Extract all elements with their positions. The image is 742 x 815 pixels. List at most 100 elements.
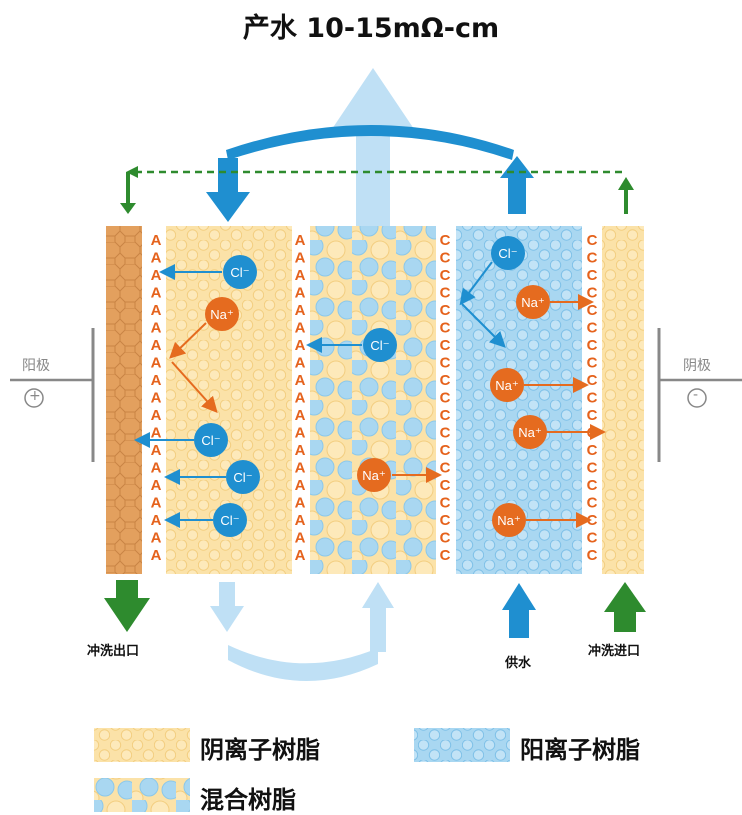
- sodium-ion: Na⁺: [490, 368, 524, 402]
- anode-terminal: [10, 328, 95, 462]
- cation-membrane-letter: C: [440, 355, 451, 372]
- svg-text:Cl⁻: Cl⁻: [370, 338, 389, 353]
- cathode-label: 阴极: [683, 358, 711, 374]
- svg-text:Na⁺: Na⁺: [521, 295, 544, 310]
- legend-swatch-mixed: [94, 778, 190, 812]
- anion-membrane-letter: A: [295, 460, 306, 477]
- bottom-left-light-arrow: [210, 582, 244, 632]
- anode-plate: [106, 226, 142, 574]
- anion-membrane-letter: A: [295, 285, 306, 302]
- feed-water-arrow: [502, 583, 536, 638]
- cation-membrane-letter: C: [587, 460, 598, 477]
- anion-membrane-letter: A: [151, 267, 162, 284]
- diagram-title: 产水 10-15mΩ-cm: [242, 13, 500, 44]
- down-flow-arrow: [206, 158, 250, 222]
- cation-membrane-letter: C: [587, 302, 598, 319]
- cation-membrane-letter: C: [587, 390, 598, 407]
- anion-membrane-letter: A: [151, 232, 162, 249]
- top-flow-arc: [226, 125, 514, 160]
- chloride-migration-arrow: [459, 261, 493, 306]
- product-water-arrow: [330, 68, 416, 228]
- cation-membrane-letter: C: [587, 372, 598, 389]
- svg-text:Cl⁻: Cl⁻: [220, 513, 239, 528]
- svg-text:Na⁺: Na⁺: [362, 468, 385, 483]
- chloride-migration-arrow: [461, 303, 506, 348]
- feed-water-label: 供水: [505, 656, 532, 671]
- anion-membrane-letter: A: [295, 302, 306, 319]
- anion-membrane-letter: A: [151, 390, 162, 407]
- cation-membrane-letter: C: [587, 477, 598, 494]
- svg-text:Na⁺: Na⁺: [518, 425, 541, 440]
- anion-membrane-letter: A: [295, 337, 306, 354]
- legend-swatch-cation: [414, 728, 510, 762]
- cation-membrane-letter: C: [587, 442, 598, 459]
- cation-membrane-letter: C: [440, 320, 451, 337]
- cation-membrane-letter: C: [587, 355, 598, 372]
- cathode-symbol: -: [693, 387, 699, 403]
- anode-symbol: +: [29, 388, 41, 404]
- anion-membrane-letter: A: [295, 267, 306, 284]
- cation-membrane-letter: C: [440, 547, 451, 564]
- cation-membrane-letter: C: [440, 232, 451, 249]
- sodium-migration-arrow: [169, 322, 207, 359]
- anion-membrane-letter: A: [295, 232, 306, 249]
- cation-membrane-letter: C: [587, 547, 598, 564]
- cation-membrane-letter: C: [587, 407, 598, 424]
- cation-membrane-letter: C: [440, 267, 451, 284]
- anion-membrane-letter: A: [151, 425, 162, 442]
- anion-membrane-letter: A: [295, 477, 306, 494]
- svg-text:Na⁺: Na⁺: [210, 307, 233, 322]
- anion-membrane-letter: A: [151, 302, 162, 319]
- cation-membrane-letter: C: [440, 477, 451, 494]
- up-flow-arrow: [500, 156, 534, 214]
- cation-membrane-letter: C: [587, 320, 598, 337]
- cation-membrane-letter: C: [440, 442, 451, 459]
- anion-membrane-letter: A: [295, 442, 306, 459]
- cation-membrane-letter: C: [440, 530, 451, 547]
- anion-membrane-letter: A: [295, 495, 306, 512]
- cation-membrane-letter: C: [587, 250, 598, 267]
- flush-outlet-label: 冲洗出口: [87, 644, 140, 659]
- anion-membrane-letter: A: [151, 495, 162, 512]
- chloride-ion: Cl⁻: [226, 460, 260, 494]
- sodium-ion: Na⁺: [492, 503, 526, 537]
- svg-text:Cl⁻: Cl⁻: [498, 246, 517, 261]
- svg-text:Na⁺: Na⁺: [497, 513, 520, 528]
- cation-membrane-letter: C: [587, 530, 598, 547]
- sodium-ion: Na⁺: [516, 285, 550, 319]
- chloride-ion: Cl⁻: [491, 236, 525, 270]
- anion-membrane-letter: A: [295, 320, 306, 337]
- cation-membrane-letter: C: [440, 337, 451, 354]
- legend-label-anion: 阴离子树脂: [200, 736, 320, 764]
- cation-membrane-letter: C: [440, 512, 451, 529]
- cation-membrane-letter: C: [587, 495, 598, 512]
- chloride-ion: Cl⁻: [223, 255, 257, 289]
- anion-membrane-letter: A: [151, 285, 162, 302]
- chloride-ion: Cl⁻: [363, 328, 397, 362]
- cation-membrane-letter: C: [587, 285, 598, 302]
- cation-membrane-letter: C: [587, 232, 598, 249]
- cation-membrane-letter: C: [440, 407, 451, 424]
- cation-membrane-letter: C: [440, 302, 451, 319]
- anion-membrane-letter: A: [151, 355, 162, 372]
- anion-membrane-letter: A: [295, 250, 306, 267]
- chloride-ion: Cl⁻: [194, 423, 228, 457]
- anion-membrane-letter: A: [151, 442, 162, 459]
- cation-membrane-letter: C: [587, 267, 598, 284]
- sodium-ion: Na⁺: [513, 415, 547, 449]
- cathode-side-resin: [602, 226, 644, 574]
- cation-membrane-letter: C: [587, 512, 598, 529]
- anion-membrane-letter: A: [295, 425, 306, 442]
- legend-label-mixed: 混合树脂: [200, 786, 296, 814]
- anion-membrane-letter: A: [295, 372, 306, 389]
- anion-membrane-letter: A: [151, 460, 162, 477]
- anion-membrane-letter: A: [295, 530, 306, 547]
- mixed-resin-compartment: [310, 226, 436, 574]
- cation-membrane-letter: C: [440, 460, 451, 477]
- anion-membrane-letter: A: [151, 372, 162, 389]
- sodium-ion: Na⁺: [205, 297, 239, 331]
- anion-membrane-letter: A: [295, 512, 306, 529]
- anion-membrane-letter: A: [151, 477, 162, 494]
- anion-membrane-letter: A: [151, 530, 162, 547]
- sodium-ion: Na⁺: [357, 458, 391, 492]
